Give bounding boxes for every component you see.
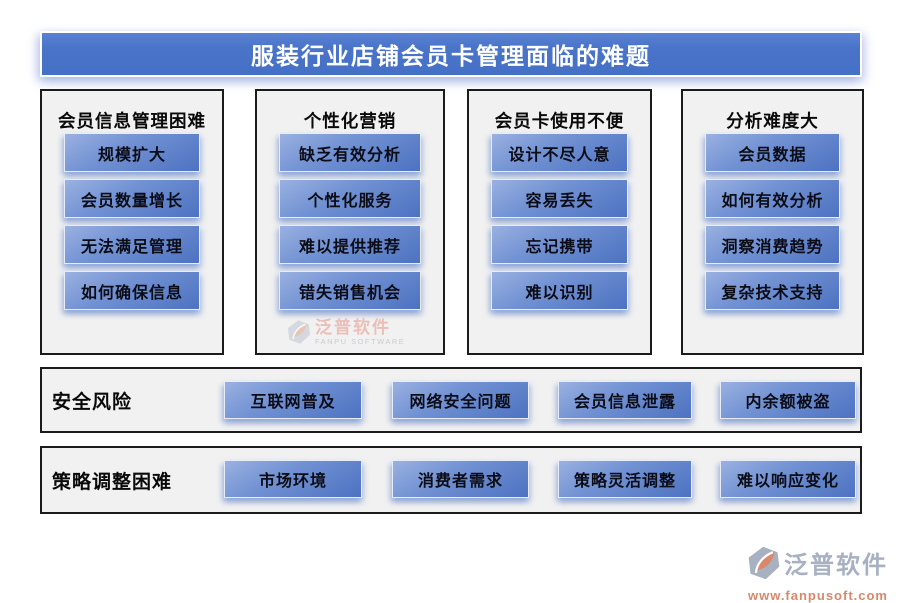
topic-button: 难以提供推荐	[279, 225, 421, 264]
topic-button: 如何确保信息	[64, 271, 200, 310]
topic-button: 网络安全问题	[392, 381, 529, 419]
panel-security-risk: 安全风险 互联网普及 网络安全问题 会员信息泄露 内余额被盗	[40, 367, 862, 433]
topic-button: 复杂技术支持	[705, 271, 840, 310]
topic-button: 内余额被盗	[720, 381, 856, 419]
panel-strategy-adjustment: 策略调整困难 市场环境 消费者需求 策略灵活调整 难以响应变化	[40, 446, 862, 514]
topic-button: 设计不尽人意	[491, 133, 628, 172]
row-header: 安全风险	[52, 391, 133, 413]
topic-button: 如何有效分析	[705, 179, 840, 218]
topic-button: 会员信息泄露	[558, 381, 692, 419]
row-header: 策略调整困难	[52, 471, 173, 493]
topic-button: 忘记携带	[491, 225, 628, 264]
topic-button: 容易丢失	[491, 179, 628, 218]
panel-analysis-difficulty: 分析难度大 会员数据 如何有效分析 洞察消费趋势 复杂技术支持	[681, 89, 864, 355]
column-header: 分析难度大	[726, 111, 819, 131]
website-link[interactable]: www.fanpusoft.com	[747, 588, 888, 603]
brand-text: 泛普软件	[784, 552, 888, 579]
topic-button: 会员数量增长	[64, 179, 200, 218]
page-title: 服装行业店铺会员卡管理面临的难题	[40, 31, 862, 77]
panel-member-info: 会员信息管理困难 规模扩大 会员数量增长 无法满足管理 如何确保信息	[40, 89, 224, 355]
column-header: 个性化营销	[303, 111, 397, 131]
topic-button: 消费者需求	[392, 460, 529, 498]
topic-button: 难以识别	[491, 271, 628, 310]
topic-button: 错失销售机会	[279, 271, 421, 310]
topic-button: 策略灵活调整	[558, 460, 692, 498]
column-header: 会员信息管理困难	[58, 111, 206, 131]
topic-button: 洞察消费趋势	[705, 225, 840, 264]
topic-button: 会员数据	[705, 133, 840, 172]
column-header: 会员卡使用不便	[494, 111, 625, 131]
topic-button: 难以响应变化	[720, 460, 856, 498]
topic-button: 缺乏有效分析	[279, 133, 421, 172]
topic-button: 无法满足管理	[64, 225, 200, 264]
fanpu-logo-icon	[746, 545, 782, 586]
topic-button: 互联网普及	[224, 381, 362, 419]
panel-card-inconvenience: 会员卡使用不便 设计不尽人意 容易丢失 忘记携带 难以识别	[467, 89, 652, 355]
panel-personalized-marketing: 个性化营销 缺乏有效分析 个性化服务 难以提供推荐 错失销售机会	[255, 89, 445, 355]
topic-button: 个性化服务	[279, 179, 421, 218]
topic-button: 规模扩大	[64, 133, 200, 172]
topic-button: 市场环境	[224, 460, 362, 498]
fanpu-logo: 泛普软件 www.fanpusoft.com	[746, 545, 888, 603]
